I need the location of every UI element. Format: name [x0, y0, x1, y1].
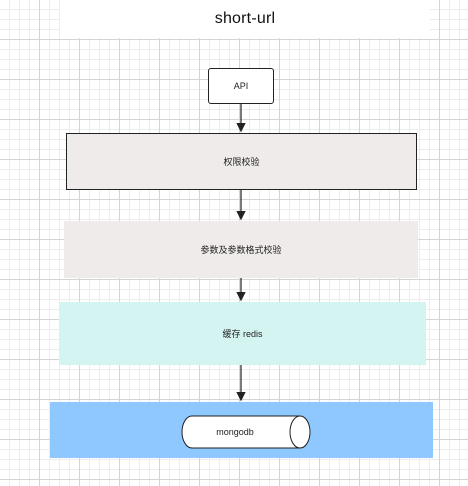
diagram-title: short-url: [214, 10, 276, 27]
title-band: short-url: [60, 0, 430, 38]
api-node-label: API: [233, 81, 249, 91]
mongodb-cylinder[interactable]: [180, 415, 311, 449]
auth-check-label: 权限校验: [223, 157, 260, 167]
mongodb-label-box: mongodb: [180, 415, 290, 449]
auth-check-node[interactable]: 权限校验: [66, 133, 417, 190]
param-check-label: 参数及参数格式校验: [200, 245, 282, 255]
redis-cache-node[interactable]: 缓存 redis: [59, 302, 426, 365]
api-node[interactable]: API: [208, 68, 274, 104]
param-check-node[interactable]: 参数及参数格式校验: [64, 221, 418, 278]
mongodb-label: mongodb: [216, 427, 254, 437]
redis-cache-label: 缓存 redis: [222, 329, 263, 339]
